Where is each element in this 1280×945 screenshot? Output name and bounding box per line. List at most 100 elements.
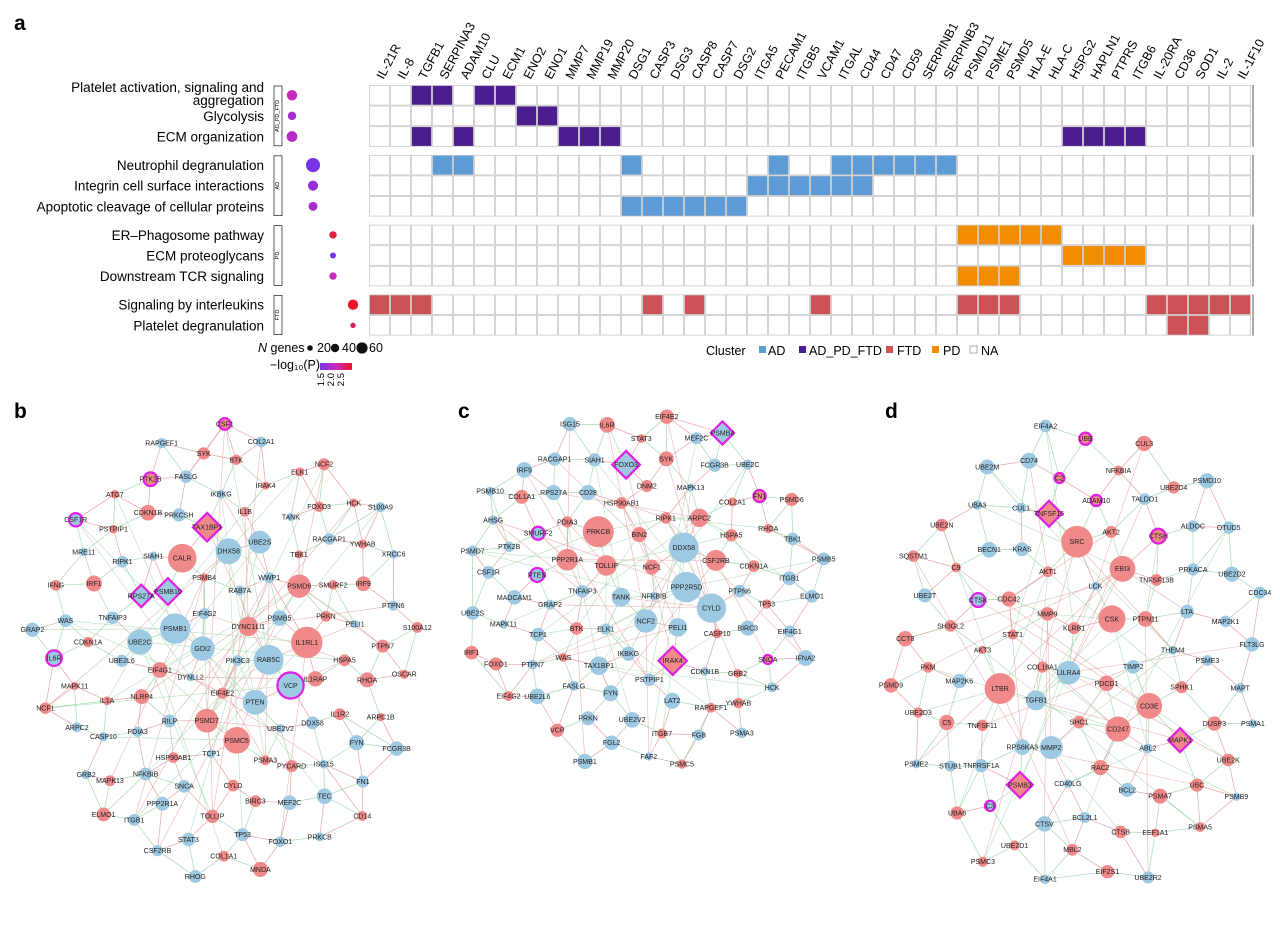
- enrichment-dot: [329, 231, 337, 239]
- empty-cell: [852, 85, 873, 106]
- node-label: PRKN: [316, 614, 335, 621]
- node-label: EIF4G1: [148, 667, 172, 674]
- edge: [248, 464, 325, 627]
- empty-cell: [1230, 154, 1251, 176]
- node: [172, 508, 186, 522]
- node-label: TALDO1: [1131, 496, 1158, 503]
- node-label: PPP2R1A: [551, 557, 583, 564]
- empty-cell: [1062, 85, 1083, 106]
- node: [561, 516, 573, 528]
- node-label: LILRA4: [1057, 670, 1080, 677]
- node-label: TCP1: [529, 632, 547, 639]
- cluster-legend-swatch: [969, 345, 978, 354]
- node-label: NFKBIB: [641, 594, 667, 601]
- node: [488, 515, 499, 526]
- row-label: Integrin cell surface interactions: [74, 179, 264, 194]
- node-label: LTA: [1181, 609, 1193, 616]
- empty-cell: [558, 265, 579, 287]
- node: [1207, 716, 1222, 731]
- empty-cell: [999, 175, 1020, 196]
- node-label: MAP2K6: [946, 678, 974, 685]
- panel-letter-a: a: [14, 12, 26, 35]
- empty-cell: [705, 175, 726, 196]
- empty-cell: [1020, 105, 1041, 127]
- empty-cell: [705, 224, 726, 246]
- node: [977, 856, 989, 867]
- node-label: PSMC5: [670, 761, 694, 768]
- empty-cell: [1020, 126, 1041, 147]
- empty-cell: [1104, 154, 1125, 176]
- node-label: PSMA3: [730, 730, 754, 737]
- empty-cell: [1188, 196, 1209, 217]
- empty-cell: [1104, 175, 1125, 196]
- enrichment-dot: [287, 111, 297, 121]
- node-label: UBE2L6: [524, 694, 550, 701]
- node: [1098, 675, 1115, 692]
- edge: [661, 733, 699, 736]
- edge: [55, 551, 84, 586]
- node-label: UBE2C: [736, 462, 759, 469]
- node-label: COL1A1: [210, 854, 237, 861]
- node: [668, 618, 688, 637]
- node-label: GRB2: [77, 772, 96, 779]
- node: [907, 550, 920, 562]
- empty-cell: [831, 265, 852, 287]
- cluster-cell: [1041, 224, 1062, 246]
- node: [239, 506, 250, 517]
- node: [216, 489, 226, 499]
- node-label: COL18A1: [1027, 664, 1058, 671]
- empty-cell: [726, 175, 747, 196]
- node: [168, 752, 179, 764]
- node: [952, 673, 967, 689]
- edge: [737, 673, 773, 688]
- empty-cell: [390, 105, 411, 127]
- edge: [339, 713, 397, 749]
- node-label: IL1RAP: [303, 676, 327, 683]
- empty-cell: [936, 196, 957, 217]
- node: [507, 590, 522, 605]
- empty-cell: [1041, 105, 1062, 127]
- empty-cell: [936, 245, 957, 266]
- empty-cell: [1104, 196, 1125, 217]
- empty-cell: [831, 126, 852, 147]
- node: [568, 680, 579, 691]
- empty-cell: [1020, 265, 1041, 287]
- empty-cell: [915, 196, 936, 217]
- node-label: NCF1: [36, 706, 54, 713]
- cluster-cell: [579, 126, 600, 147]
- node-label: SNCA: [174, 784, 194, 791]
- empty-cell: [411, 175, 432, 196]
- empty-cell: [558, 224, 579, 246]
- empty-cell: [453, 105, 474, 127]
- panel-letter-d: d: [885, 400, 898, 423]
- node-label: SRC: [1070, 539, 1085, 546]
- empty-cell: [474, 294, 495, 315]
- node: [206, 749, 216, 759]
- node-label: PSMD9: [879, 683, 903, 690]
- cluster-legend-label: NA: [981, 344, 999, 358]
- node: [255, 436, 267, 448]
- node-label: PSMD7: [461, 548, 485, 555]
- node: [690, 508, 709, 528]
- empty-cell: [1167, 196, 1188, 217]
- node: [82, 636, 94, 648]
- enrichment-dot: [347, 299, 359, 310]
- empty-cell: [789, 154, 810, 176]
- empty-cell: [684, 126, 705, 147]
- edge: [1111, 618, 1149, 749]
- node: [71, 722, 82, 733]
- node-label: UBE2C: [128, 639, 151, 646]
- edge: [977, 504, 1022, 509]
- edge: [488, 531, 599, 573]
- empty-cell: [1230, 105, 1251, 127]
- edge: [537, 517, 700, 635]
- node: [1014, 739, 1031, 755]
- node: [577, 753, 593, 770]
- node: [286, 513, 295, 522]
- empty-cell: [390, 245, 411, 266]
- node-label: HSPA5: [333, 658, 356, 665]
- cluster-cell: [978, 265, 999, 287]
- node-label: AKT2: [1102, 529, 1120, 536]
- empty-cell: [852, 265, 873, 287]
- node: [970, 591, 987, 609]
